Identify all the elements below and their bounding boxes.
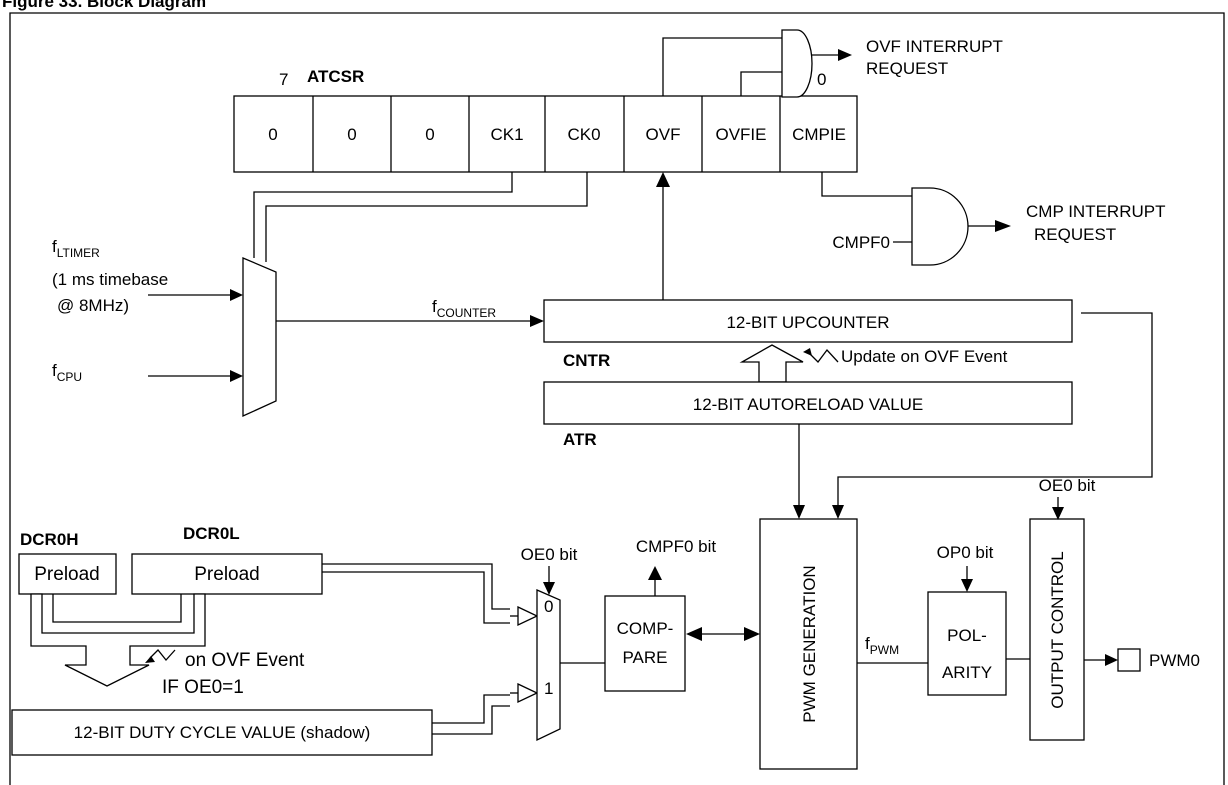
shadow-to-mux-line-b <box>432 705 510 735</box>
duty-event-zigzag <box>149 649 176 662</box>
dcr0h-preload-box <box>18 553 117 595</box>
duty-transfer-arrow <box>30 593 206 687</box>
oe0-output-bit-label: OE0 bit <box>1039 476 1096 495</box>
register-name: ATCSR <box>307 67 364 86</box>
register-bit-cmpie: CMPIE <box>792 125 846 144</box>
polarity-line2: ARITY <box>942 663 992 682</box>
cpu-clock-input: fCPU <box>52 361 243 384</box>
cmpf0-bit-label: CMPF0 bit <box>636 537 717 556</box>
pwm0-pin <box>1117 648 1141 672</box>
ck1-select-line <box>253 172 513 258</box>
mux-input0-triangle <box>517 605 539 627</box>
polarity-line1: POL- <box>947 626 987 645</box>
autoreload-label: 12-BIT AUTORELOAD VALUE <box>693 395 924 414</box>
cmpf0-input-label: CMPF0 <box>832 233 890 252</box>
pwm0-pin-label: PWM0 <box>1149 651 1200 670</box>
output-control-label: OUTPUT CONTROL <box>1048 551 1067 708</box>
compare-line2: PARE <box>622 648 667 667</box>
cmp-request-arrow <box>995 220 1011 232</box>
preload-to-mux-line-a <box>322 563 510 610</box>
svg-text:fLTIMER: fLTIMER <box>52 237 100 260</box>
duty-mux <box>536 589 561 742</box>
duty-transfer-line2: IF OE0=1 <box>162 677 244 698</box>
dcr0h-label: DCR0H <box>20 530 79 549</box>
figure-title: Figure 33. Block Diagram <box>2 0 206 11</box>
update-on-ovf-label: Update on OVF Event <box>841 347 1008 366</box>
shadow-register-box <box>11 709 433 756</box>
pwm-generation-label: PWM GENERATION <box>800 565 819 722</box>
dcr0h-preload-label: Preload <box>34 564 100 585</box>
mux-input1-triangle <box>517 682 539 704</box>
ovf-request-line2: REQUEST <box>866 59 948 78</box>
reload-event-zigzag <box>807 348 839 363</box>
register-msb-index: 7 <box>279 70 288 89</box>
cmp-request-line2: REQUEST <box>1034 225 1116 244</box>
cmpf0-flag-arrow <box>648 566 662 580</box>
register-lsb-index: 0 <box>817 70 826 89</box>
counter-to-pwm-line <box>837 312 1153 505</box>
ltimer-clock-input: fLTIMER (1 ms timebase @ 8MHz) <box>52 237 243 315</box>
dcr0l-preload-label: Preload <box>194 564 260 585</box>
clock-mux <box>242 257 277 418</box>
svg-text:fCPU: fCPU <box>52 361 82 384</box>
cmp-request-line1: CMP INTERRUPT <box>1026 202 1165 221</box>
cntr-label: CNTR <box>563 351 610 370</box>
dcr0l-label: DCR0L <box>183 524 240 543</box>
fcounter-arrow <box>530 315 544 327</box>
register-bit-ck0: CK0 <box>567 125 600 144</box>
register-bit-ovf: OVF <box>646 125 681 144</box>
register-bit-6: 0 <box>347 125 356 144</box>
upcounter-box <box>543 299 1073 343</box>
ovf-request-line1: OVF INTERRUPT <box>866 37 1003 56</box>
register-bit-7: 0 <box>268 125 277 144</box>
duty-mux-oe0-label: OE0 bit <box>521 545 578 564</box>
atr-label: ATR <box>563 430 597 449</box>
ovf-set-arrow <box>656 172 670 187</box>
op0-bit-label: OP0 bit <box>937 543 994 562</box>
svg-text:(1 ms timebase: (1 ms timebase <box>52 270 168 289</box>
upcounter-label: 12-BIT UPCOUNTER <box>726 313 889 332</box>
preload-to-mux-line-b <box>322 571 510 624</box>
dcr0l-preload-box <box>131 553 323 595</box>
figure-frame <box>9 12 1225 785</box>
polarity-box <box>927 591 1007 696</box>
svg-text:@ 8MHz): @ 8MHz) <box>57 296 129 315</box>
autoreload-box <box>543 381 1073 425</box>
cmp-and-gate: CMPF0 CMP INTERRUPT REQUEST <box>821 172 1165 266</box>
fcounter-label: fCOUNTER <box>432 297 496 320</box>
atcsr-register: 7 ATCSR 0 0 0 0 CK1 CK0 OVF OVFIE CMPIE <box>233 67 858 173</box>
pwm-generation-box <box>759 518 858 770</box>
compare-box <box>604 595 686 692</box>
fpwm-label: fPWM <box>865 634 899 657</box>
ck0-select-line <box>265 172 588 262</box>
duty-transfer-line1: on OVF Event <box>185 650 305 671</box>
compare-line1: COMP- <box>617 619 674 638</box>
shadow-register-label: 12-BIT DUTY CYCLE VALUE (shadow) <box>74 723 371 742</box>
duty-mux-in0: 0 <box>544 597 553 616</box>
duty-mux-in1: 1 <box>544 679 553 698</box>
reload-transfer-arrow <box>739 344 804 383</box>
register-bit-5: 0 <box>425 125 434 144</box>
register-bit-ck1: CK1 <box>490 125 523 144</box>
ovf-and-gate: OVF INTERRUPT REQUEST <box>662 29 1003 98</box>
shadow-to-mux-line-a <box>432 694 510 724</box>
ovf-request-arrow <box>838 49 852 61</box>
output-control-box <box>1029 518 1085 741</box>
register-bit-ovfie: OVFIE <box>715 125 766 144</box>
